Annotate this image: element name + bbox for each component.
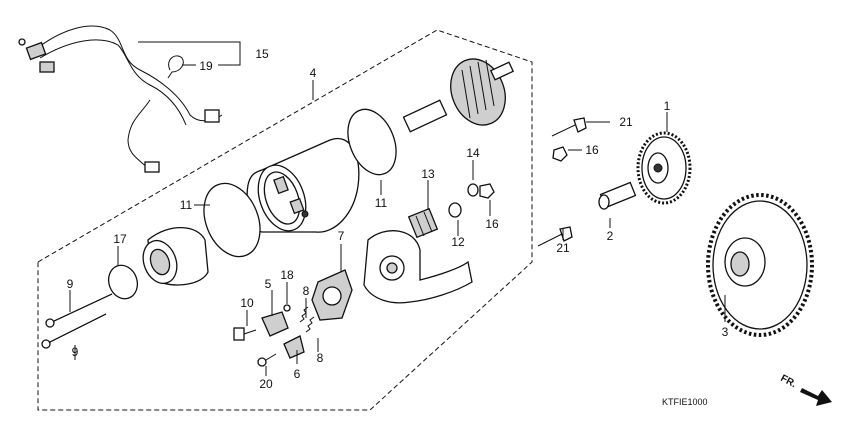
screw-20 (257, 353, 277, 367)
clip-19 (167, 55, 184, 79)
callout-9-lower: 9 (72, 345, 79, 359)
nut-16-lower (479, 183, 495, 199)
front-direction-indicator: FR. (779, 373, 832, 406)
bolt-21-upper (551, 117, 587, 137)
callout-5: 5 (265, 277, 272, 291)
direction-arrow-icon (800, 388, 832, 406)
callout-2: 2 (607, 229, 614, 243)
rear-housing (363, 230, 473, 304)
o-ring-17 (107, 264, 139, 300)
figure-code: KTFIE1000 (662, 397, 708, 407)
screw-10 (233, 327, 257, 341)
callout-16-upper: 16 (585, 143, 599, 157)
armature (402, 58, 515, 133)
callout-15: 15 (255, 47, 269, 61)
o-ring-11-right (347, 108, 397, 176)
callout-18: 18 (280, 268, 294, 282)
gear-shaft-2 (598, 181, 637, 210)
washer-14 (467, 183, 479, 197)
brush-6 (283, 335, 305, 359)
callout-1: 1 (664, 99, 671, 113)
brush-holder (311, 269, 353, 321)
pinion-13 (407, 207, 439, 239)
callout-8-lower: 8 (317, 351, 324, 365)
direction-label: FR. (779, 373, 799, 390)
callout-12: 12 (451, 235, 465, 249)
callout-10: 10 (240, 296, 254, 310)
motor-case (246, 137, 360, 233)
callout-9-upper: 9 (67, 277, 74, 291)
callout-4: 4 (310, 66, 317, 80)
callout-11-right: 11 (375, 196, 388, 210)
spring-8-upper (299, 306, 309, 323)
callout-21-upper: 21 (619, 115, 633, 129)
callout-13: 13 (421, 167, 435, 181)
wire-harness (18, 25, 223, 173)
callout-16-lower: 16 (485, 217, 499, 231)
callout-11-left: 11 (180, 198, 193, 212)
spring-8-lower (305, 316, 315, 333)
callout-6: 6 (294, 367, 301, 381)
callout-14: 14 (466, 146, 480, 160)
callout-21-lower: 21 (556, 241, 570, 255)
washer-12 (448, 202, 462, 218)
brush-5 (261, 311, 289, 337)
callout-3: 3 (722, 325, 729, 339)
bolts-9 (41, 293, 113, 349)
assembly-boundary (37, 29, 533, 411)
callout-20: 20 (259, 377, 273, 391)
front-cover (142, 227, 209, 286)
washer-18 (283, 304, 291, 312)
starter-driven-gear-3 (706, 193, 814, 337)
callout-8-upper: 8 (303, 284, 310, 298)
callout-7: 7 (338, 229, 345, 243)
reduction-gear-1 (636, 131, 692, 205)
o-ring-11-left (203, 182, 261, 258)
nut-16-upper (552, 146, 568, 162)
callout-19: 19 (199, 59, 213, 73)
callout-17: 17 (113, 232, 127, 246)
